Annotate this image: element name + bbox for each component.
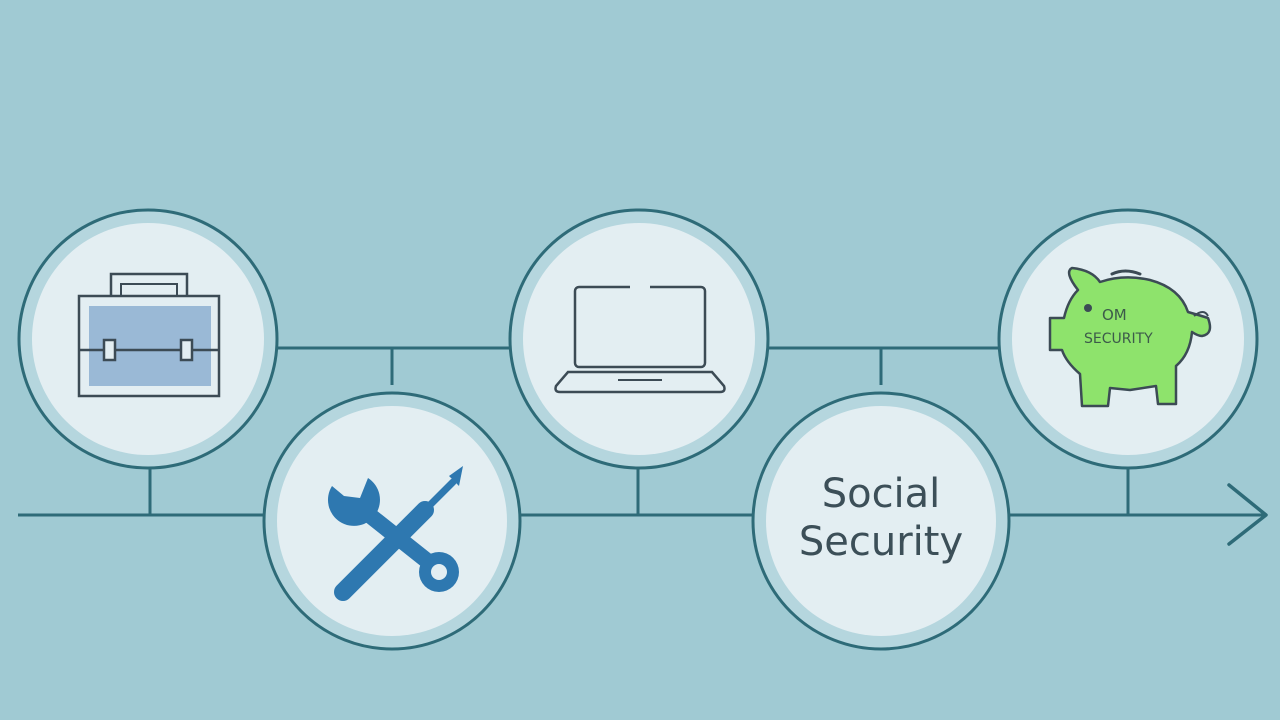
briefcase-icon — [77, 272, 221, 398]
social-security-label: Social Security — [755, 470, 1007, 566]
social-security-label-line-2: Security — [798, 519, 964, 565]
node-social-security — [751, 391, 1011, 651]
social-security-label-line-1: Social — [821, 471, 941, 517]
wrench-screwdriver-icon — [327, 466, 463, 601]
node-trade — [262, 391, 522, 651]
piggy-bank-text-line-2: SECURITY — [1084, 331, 1153, 347]
timeline-arrowhead — [1227, 483, 1268, 546]
piggy-bank-text-line-1: OM — [1102, 306, 1127, 324]
laptop-icon — [554, 285, 726, 394]
piggy-bank-icon: OM SECURITY — [1048, 266, 1212, 408]
